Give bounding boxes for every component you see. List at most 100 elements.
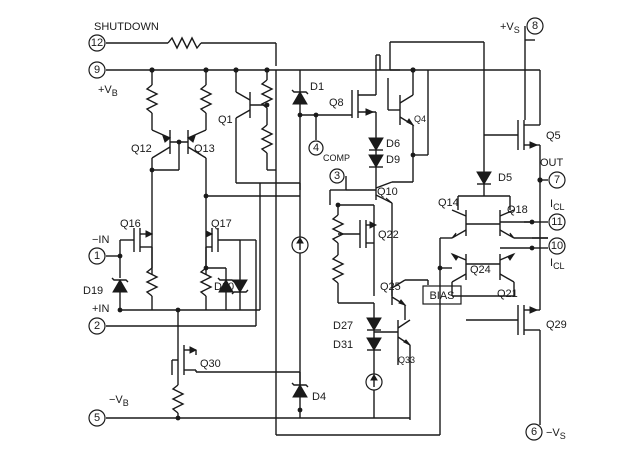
resistor-icon [260, 124, 274, 154]
q13-transistor [149, 129, 300, 275]
input-resistors [120, 183, 261, 345]
d9-label: D9 [386, 154, 400, 166]
resistor-icon [171, 384, 185, 414]
q17-label: Q17 [211, 218, 232, 230]
shutdown-label: SHUTDOWN [94, 21, 159, 33]
d19-zener [111, 256, 129, 313]
q4-transistor [379, 55, 415, 142]
pin-3-number: 3 [334, 170, 340, 182]
q24-label: Q24 [470, 264, 491, 276]
pin-1-number: 1 [94, 250, 100, 262]
icl-upper-label: ICL [550, 198, 565, 212]
pin-4: 4 [308, 140, 324, 156]
pin-11-number: 11 [551, 216, 562, 228]
d1-label: D1 [310, 81, 324, 93]
pin-9: 9 +VB [88, 61, 118, 98]
d20-zener [203, 265, 249, 310]
plus-in-label: +IN [92, 303, 109, 315]
q29-label: Q29 [546, 319, 567, 331]
q25-label: Q25 [380, 281, 401, 293]
pin-9-number: 9 [94, 64, 100, 76]
resistor-icon [260, 79, 274, 109]
component-labels: Q1 Q4 Q5 Q8 Q10 Q12 Q13 Q14 Q16 Q17 Q18 … [83, 81, 567, 403]
vs-plus-label: +VS [500, 21, 520, 35]
d31-diode [366, 330, 382, 365]
q8-label: Q8 [329, 97, 344, 109]
d31-label: D31 [333, 339, 353, 351]
tie-wires [299, 41, 485, 190]
q1-transistor [235, 70, 300, 184]
pin-3: 3 COMP [323, 153, 350, 184]
pin-6: 6 −VS [525, 423, 566, 441]
bias-label: BIAS [429, 290, 454, 302]
mirror-resistors [145, 70, 213, 130]
pin-8-number: 8 [532, 20, 538, 32]
resistor-icon [199, 84, 213, 114]
q12-transistor [151, 129, 172, 275]
pin-12: 12 SHUTDOWN [88, 21, 159, 52]
q1-resistors [260, 70, 277, 435]
pin-5-number: 5 [94, 412, 100, 424]
pin-10-number: 10 [551, 240, 563, 252]
d5-diode [476, 70, 492, 196]
q1-label: Q1 [218, 114, 233, 126]
q29-transistor [466, 300, 541, 420]
icl-lower-label: ICL [550, 257, 565, 271]
vb-plus-label: +VB [98, 84, 118, 98]
resistor-icon [167, 36, 202, 50]
pin-10: 10 ICL [548, 237, 566, 271]
q4-label: Q4 [414, 114, 426, 124]
bias-block: BIAS [422, 280, 462, 305]
q21-label: Q21 [497, 288, 518, 300]
d4-label: D4 [312, 391, 326, 403]
d27-diode [366, 303, 382, 331]
q16-transistor [119, 228, 154, 256]
d4-zener [291, 372, 309, 410]
comp-net [329, 176, 347, 205]
q13-label: Q13 [194, 143, 215, 155]
d5-label: D5 [498, 172, 512, 184]
positive-rail [106, 67, 540, 73]
resistor-icon [145, 84, 159, 114]
q30-transistor [171, 345, 300, 418]
q8-transistor [313, 70, 377, 140]
pin-7: 7 OUT [540, 157, 566, 189]
input-wiring [106, 239, 257, 327]
shutdown-net [106, 36, 277, 66]
q30-label: Q30 [200, 358, 221, 370]
pin-5: 5 −VB [88, 394, 129, 427]
d9-diode [368, 150, 384, 180]
vb-minus-label: −VB [109, 394, 129, 408]
resistor-icon [199, 267, 213, 297]
pin-6-number: 6 [531, 426, 537, 438]
vs-rail [524, 26, 535, 120]
d6-label: D6 [386, 138, 400, 150]
pin-7-number: 7 [554, 174, 560, 186]
vs-minus-label: −VS [546, 427, 566, 441]
pin-4-number: 4 [313, 142, 319, 154]
q5-transistor [484, 70, 541, 160]
q5-label: Q5 [546, 130, 561, 142]
out-label: OUT [540, 157, 564, 169]
q17-transistor [205, 228, 241, 270]
pin-2: 2 +IN [88, 303, 109, 335]
negative-rail [106, 407, 541, 436]
q12-label: Q12 [131, 143, 152, 155]
current-source-icon [291, 236, 309, 254]
d20-label: D20 [214, 281, 234, 293]
q22-label: Q22 [378, 229, 399, 241]
d27-label: D27 [333, 320, 353, 332]
pin-1: 1 −IN [88, 234, 109, 265]
pin-11: 11 ICL [548, 198, 566, 231]
q33-label: Q33 [398, 355, 415, 365]
resistor-icon [331, 254, 345, 284]
pin-8: 8 +VS [500, 17, 544, 35]
resistor-icon [331, 214, 345, 244]
pin-2-number: 2 [94, 320, 100, 332]
out-net [524, 160, 548, 300]
q14-label: Q14 [438, 197, 459, 209]
comp-label: COMP [323, 153, 350, 163]
d19-label: D19 [83, 285, 103, 297]
pin-12-number: 12 [91, 37, 103, 49]
